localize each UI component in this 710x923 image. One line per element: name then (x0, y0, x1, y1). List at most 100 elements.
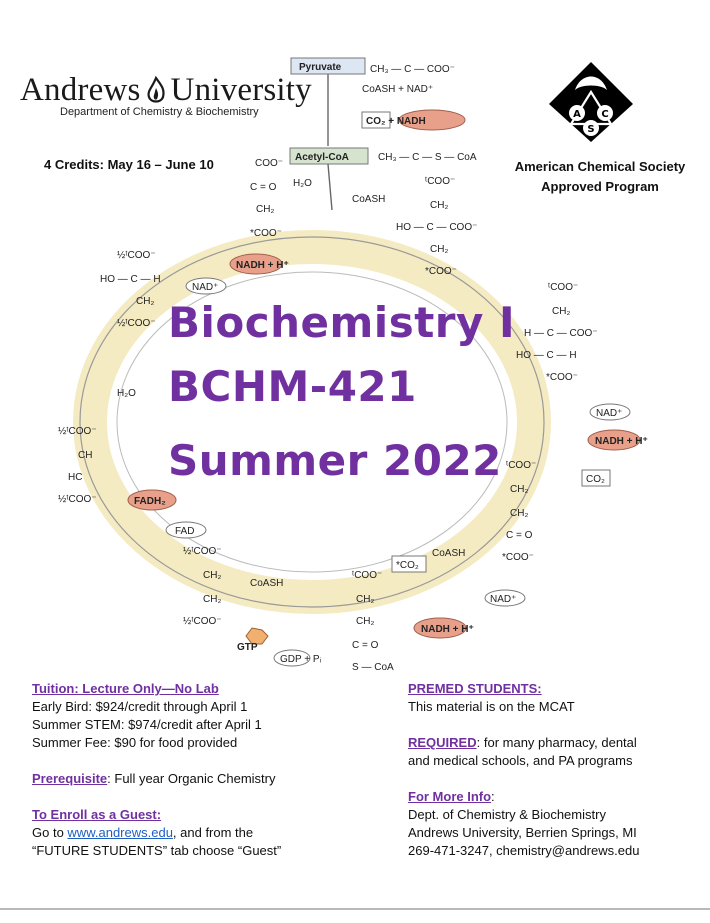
nad-right: NAD⁺ (596, 408, 622, 419)
prerequisite-heading: Prerequisite (32, 771, 108, 786)
university-name-part2: University (170, 72, 312, 108)
info-contact: 269-471-3247, chemistry@andrews.edu (408, 843, 640, 858)
fumarate-hc: HC (68, 472, 82, 483)
department-name: Department of Chemistry & Biochemistry (60, 106, 259, 118)
premed-heading: PREMED STUDENTS: (408, 681, 542, 696)
citrate-ch2b: CH₂ (430, 244, 448, 255)
course-title: Biochemistry I (168, 298, 516, 347)
akg-coo1: ᵗCOO⁻ (506, 460, 536, 471)
gdp-pi: GDP + Pᵢ (280, 654, 322, 665)
summer-fee: Summer Fee: $90 for food provided (32, 735, 238, 750)
nad-bottom: NAD⁺ (490, 594, 516, 605)
citrate-coo1: ᵗCOO⁻ (425, 176, 455, 187)
oxaloacetate-coo: *COO⁻ (250, 228, 282, 239)
prerequisite-text: : Full year Organic Chemistry (107, 771, 276, 786)
isocitrate-center2: HO — C — H (516, 350, 577, 361)
acs-letter-a: A (573, 109, 581, 120)
citric-acid-cycle-figure: Pyruvate CH₃ — C — COO⁻ CoASH + NAD⁺ CO₂… (58, 57, 648, 673)
nadh-oval-left (229, 253, 283, 275)
early-bird-price: Early Bird: $924/credit through April 1 (32, 699, 248, 714)
acetyl-coa-box (289, 147, 369, 165)
coash-bottom-right: CoASH (432, 548, 465, 559)
gtp: GTP (237, 642, 258, 653)
nadh-oval-right (587, 429, 641, 451)
cycle-outer-arrow (79, 236, 545, 608)
info-dept: Dept. of Chemistry & Biochemistry (408, 807, 606, 822)
succinylcoa-coo: ᵗCOO⁻ (352, 570, 382, 581)
required-line2: and medical schools, and PA programs (408, 753, 633, 768)
required-line: REQUIRED: for many pharmacy, dental (408, 734, 708, 752)
bottom-rule (0, 908, 710, 910)
acetyl-arrow (327, 163, 333, 211)
course-term: Summer 2022 (168, 436, 502, 485)
fadh2-oval (127, 489, 177, 511)
succinate-ch2b: CH₂ (203, 594, 221, 605)
enroll-heading: To Enroll as a Guest: (32, 807, 162, 822)
isocitrate-ch2: CH₂ (552, 306, 570, 317)
isocitrate-coo1: ᵗCOO⁻ (548, 282, 578, 293)
acs-line1: American Chemical Society (514, 159, 686, 174)
tuition-heading: Tuition: Lecture Only—No Lab (32, 681, 219, 696)
andrews-website-link[interactable]: www.andrews.edu (67, 825, 173, 840)
citrate-center: HO — C — COO⁻ (396, 222, 477, 233)
acs-line2: Approved Program (541, 179, 659, 194)
co2-box-right (581, 469, 611, 487)
succinate-coo1: ½ᵗCOO⁻ (183, 546, 222, 557)
info-heading: For More Info (408, 789, 492, 804)
course-code: BCHM-421 (168, 362, 417, 411)
nadh-h-bottom: NADH + H⁺ (421, 624, 474, 635)
nad-oval-bottom (484, 589, 526, 607)
fad: FAD (175, 526, 194, 537)
akg-ch2a: CH₂ (510, 484, 528, 495)
university-logo: Andrews University (20, 72, 312, 109)
enroll-line2: “FUTURE STUDENTS” tab choose “Guest” (32, 843, 282, 858)
acs-logo: A C S (549, 62, 633, 142)
acs-approval: American Chemical Society Approved Progr… (500, 157, 700, 197)
malate-coo1: ½ᵗCOO⁻ (117, 250, 156, 261)
succinylcoa-co: C = O (352, 640, 379, 651)
flame-icon (147, 75, 165, 103)
isocitrate-coo2: *COO⁻ (546, 372, 578, 383)
oxaloacetate-ch2: CH₂ (256, 204, 274, 215)
oxaloacetate-structure: COO⁻ (255, 158, 283, 169)
nadh-h-right: NADH + H⁺ (595, 436, 648, 447)
oxaloacetate-co: C = O (250, 182, 277, 193)
acs-letter-s: S (587, 124, 594, 135)
nadh-h-left: NADH + H⁺ (236, 260, 289, 271)
succinylcoa-ch2a: CH₂ (356, 594, 374, 605)
premed-text: This material is on the MCAT (408, 699, 575, 714)
required-text: : for many pharmacy, dental (476, 735, 637, 750)
nadh-oval-top (398, 109, 466, 131)
acs-letter-c: C (601, 109, 608, 120)
acetyl-coa-structure: CH₃ — C — S — CoA (378, 152, 477, 163)
info-address: Andrews University, Berrien Springs, MI (408, 825, 637, 840)
coash-bottom: CoASH (250, 578, 283, 589)
right-info-column: PREMED STUDENTS: This material is on the… (408, 680, 708, 860)
akg-co: C = O (506, 530, 533, 541)
succinate-coo2: ½ᵗCOO⁻ (183, 616, 222, 627)
university-name-part1: Andrews (20, 72, 141, 108)
left-info-column: Tuition: Lecture Only—No Lab Early Bird:… (32, 680, 382, 860)
required-heading: REQUIRED (408, 735, 477, 750)
co2-box-top (361, 111, 391, 129)
citrate-ch2: CH₂ (430, 200, 448, 211)
akg-ch2b: CH₂ (510, 508, 528, 519)
credits-dates: 4 Credits: May 16 – June 10 (44, 157, 214, 172)
enroll-text-post: , and from the (172, 825, 254, 840)
enroll-line1: Go to www.andrews.edu, and from the (32, 824, 382, 842)
enroll-text-pre: Go to (32, 825, 68, 840)
info-heading-line: For More Info: (408, 788, 708, 806)
pyruvate-label: Pyruvate (299, 62, 342, 73)
coash-nad-top: CoASH + NAD⁺ (362, 84, 433, 95)
gtp-burst (245, 627, 269, 645)
pyruvate-structure: CH₃ — C — COO⁻ (370, 64, 455, 75)
nad-oval-right (589, 403, 631, 421)
cycle-inner-arrow (116, 271, 508, 573)
prerequisite-line: Prerequisite: Full year Organic Chemistr… (32, 770, 382, 788)
eagle-icon (575, 76, 607, 90)
nadh-oval-bottom (413, 617, 467, 639)
h2o-left: H₂O (117, 388, 136, 399)
malate-center: HO — C — H (100, 274, 161, 285)
fumarate-coo2: ½ᵗCOO⁻ (58, 494, 97, 505)
co2-nadh-top: CO₂ + NADH (366, 116, 426, 127)
